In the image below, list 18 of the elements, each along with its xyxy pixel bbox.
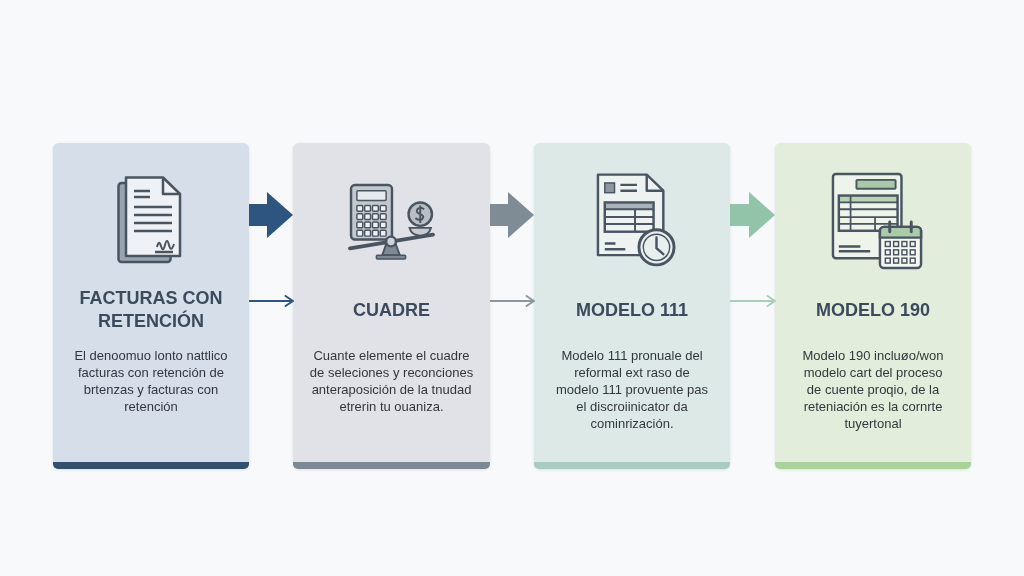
step-title: FACTURAS CON RETENCIÓN xyxy=(78,287,224,333)
step-description: Modelo 190 incluøo/won modelo cart del proceso de cuente proqio, de la reteniación es la cornrte tuyertonal xyxy=(801,347,945,432)
step-title: CUADRE xyxy=(353,298,430,322)
arrow xyxy=(729,295,776,307)
arrow xyxy=(248,295,294,307)
step-title: MODELO 190 xyxy=(816,298,930,322)
step-card xyxy=(293,143,490,469)
step-description: Cuante elemente el cuadre de seleciones y reconciones anteraposición de la tnudad etrerin tu ouaniza. xyxy=(309,347,474,415)
block-arrow xyxy=(730,192,775,238)
step-card xyxy=(775,143,971,469)
step-card xyxy=(53,143,249,469)
step-title: MODELO 111 xyxy=(575,298,688,322)
arrow xyxy=(489,295,535,307)
block-arrow xyxy=(490,192,534,238)
step-description: Modelo 111 pronuale del reformal ext raso de modelo 111 provuente pas el discroiinicator da cominrización. xyxy=(556,347,708,432)
block-arrow xyxy=(249,192,293,238)
step-description: El denoomuo lonto nattlico facturas con retención de brtenzas y facturas con retención xyxy=(73,347,229,415)
step-card xyxy=(534,143,730,469)
